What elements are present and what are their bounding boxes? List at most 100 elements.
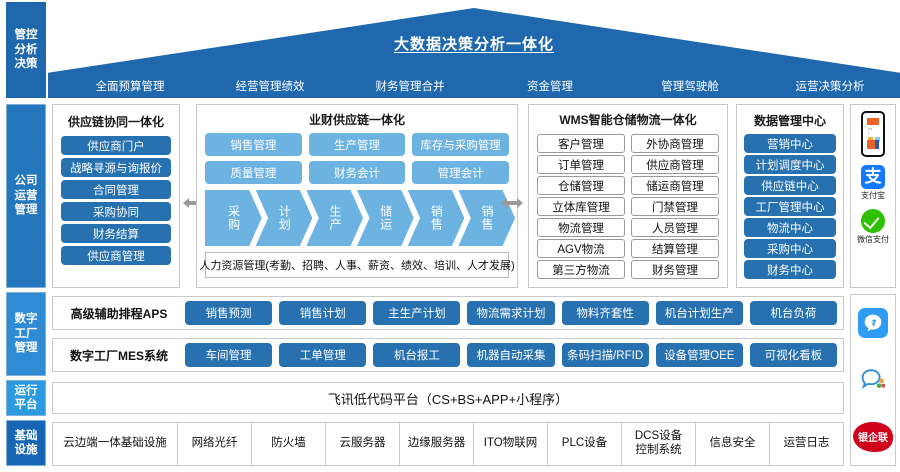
wms-item-agv[interactable]: AGV物流: [537, 239, 625, 258]
mes-item-visual-dashboard[interactable]: 可视化看板: [749, 343, 837, 367]
infrastructure-row: 云边端一体基础设施 网络光纤 防火墙 云服务器 边缘服务器 ITO物联网 PLC…: [52, 422, 844, 466]
infra-item-dcs[interactable]: DCS设备 控制系统: [622, 423, 696, 465]
wms-item-settlement[interactable]: 结算管理: [631, 239, 719, 258]
infra-item-fiber-network[interactable]: 网络光纤: [178, 423, 253, 465]
alipay-label: 支付宝: [861, 191, 885, 200]
infra-item-firewall[interactable]: 防火墙: [252, 423, 327, 465]
infra-item-edge-server[interactable]: 边缘服务器: [400, 423, 475, 465]
banner-item-finance-consolidation[interactable]: 财务管理合并: [375, 81, 445, 93]
data-center-item-finance[interactable]: 财务中心: [744, 260, 836, 279]
aps-item-master-production-plan[interactable]: 主生产计划: [373, 301, 461, 325]
wms-item-warehouse[interactable]: 仓储管理: [537, 176, 625, 195]
wms-item-finance[interactable]: 财务管理: [631, 260, 719, 279]
supply-chain-item-sourcing[interactable]: 战略寻源与询报价: [61, 158, 171, 177]
mes-item-work-order[interactable]: 工单管理: [279, 343, 367, 367]
core-module-inventory-purchase[interactable]: 库存与采购管理: [412, 133, 509, 156]
messenger-chat-icon[interactable]: [858, 365, 888, 395]
process-step-produce[interactable]: 生产: [306, 190, 364, 246]
aps-item-list: 销售预测 销售计划 主生产计划 物流需求计划 物料齐套性 机台计划生产 机台负荷: [185, 301, 843, 325]
alipay-block[interactable]: 支 支付宝: [861, 165, 885, 201]
wechat-pay-block[interactable]: 微信支付: [857, 209, 889, 245]
wms-item-personnel[interactable]: 人员管理: [631, 218, 719, 237]
infra-item-cloud-edge-device[interactable]: 云边端一体基础设施: [53, 423, 179, 465]
business-finance-supply-panel: 业财供应链一体化 销售管理 生产管理 库存与采购管理 质量管理 财务会计 管理会…: [196, 104, 518, 288]
lowcode-platform-row[interactable]: 飞讯低代码平台（CS+BS+APP+小程序）: [52, 382, 844, 414]
data-center-item-factory[interactable]: 工厂管理中心: [744, 197, 836, 216]
core-module-financial-accounting[interactable]: 财务会计: [308, 161, 406, 184]
core-module-quality[interactable]: 质量管理: [205, 161, 302, 184]
connector-arrow-right: [500, 194, 524, 212]
wms-item-transporter[interactable]: 储运商管理: [631, 176, 719, 195]
aps-item-sales-forecast[interactable]: 销售预测: [185, 301, 273, 325]
core-title: 业财供应链一体化: [308, 113, 405, 127]
channel-icon-rail-top: 支 支付宝 微信支付: [850, 104, 896, 288]
banner-item-fund[interactable]: 资金管理: [527, 81, 573, 93]
process-step-plan[interactable]: 计划: [255, 190, 313, 246]
supply-chain-item-procurement[interactable]: 采购协同: [61, 202, 171, 221]
mes-row: 数字工厂MES系统 车间管理 工单管理 机台报工 机器自动采集 条码扫描/RFI…: [52, 338, 844, 372]
wms-item-supplier[interactable]: 供应商管理: [631, 155, 719, 174]
banner-title: 大数据决策分析一体化: [393, 36, 554, 53]
wms-item-access-control[interactable]: 门禁管理: [631, 197, 719, 216]
sidebar-item-runtime[interactable]: 运行 平台: [6, 380, 46, 416]
supply-chain-item-contract[interactable]: 合同管理: [61, 180, 171, 199]
data-center-title: 数据管理中心: [753, 114, 826, 128]
data-center-item-logistics[interactable]: 物流中心: [744, 218, 836, 237]
mes-item-equipment-oee[interactable]: 设备管理OEE: [655, 343, 743, 367]
infra-item-plc[interactable]: PLC设备: [548, 423, 622, 465]
supply-chain-item-portal[interactable]: 供应商门户: [61, 136, 171, 155]
mes-row-label: 数字工厂MES系统: [69, 348, 168, 363]
mes-item-auto-collection[interactable]: 机器自动采集: [467, 343, 555, 367]
wms-item-order[interactable]: 订单管理: [537, 155, 625, 174]
aps-item-machine-load[interactable]: 机台负荷: [749, 301, 837, 325]
supply-chain-item-settlement[interactable]: 财务结算: [61, 224, 171, 243]
infra-item-iot[interactable]: ITO物联网: [474, 423, 548, 465]
sidebar-item-infrastructure[interactable]: 基础 设施: [6, 420, 46, 466]
mes-item-workshop[interactable]: 车间管理: [185, 343, 273, 367]
infra-item-information-security[interactable]: 信息安全: [696, 423, 770, 465]
wms-item-logistics[interactable]: 物流管理: [537, 218, 625, 237]
mobile-phone-icon: [861, 111, 885, 157]
supply-chain-item-list: 供应商门户 战略寻源与询报价 合同管理 采购协同 财务结算 供应商管理: [61, 136, 171, 265]
wms-item-asrs[interactable]: 立体库管理: [537, 197, 625, 216]
wechat-pay-label: 微信支付: [857, 235, 889, 244]
aps-row: 高级辅助排程APS 销售预测 销售计划 主生产计划 物流需求计划 物料齐套性 机…: [52, 296, 844, 330]
core-module-management-accounting[interactable]: 管理会计: [412, 161, 509, 184]
data-management-center-panel: 数据管理中心 营销中心 计划调度中心 供应链中心 工厂管理中心 物流中心 采购中…: [736, 104, 844, 288]
sidebar-item-decision[interactable]: 管控 分析 决策: [6, 2, 46, 98]
wms-panel: WMS智能仓储物流一体化 客户管理 外协商管理 订单管理 供应商管理 仓储管理 …: [528, 104, 728, 288]
process-step-storage-transport[interactable]: 储运: [357, 190, 414, 246]
infra-item-cloud-server[interactable]: 云服务器: [326, 423, 401, 465]
core-module-sales[interactable]: 销售管理: [205, 133, 302, 156]
data-center-item-marketing[interactable]: 营销中心: [744, 134, 836, 153]
sidebar-item-operation[interactable]: 公司 运营 管理: [6, 104, 46, 288]
top-banner: 大数据决策分析一体化 全面预算管理 经营管理绩效 财务管理合并 资金管理 管理驾…: [0, 0, 900, 100]
data-center-item-planning[interactable]: 计划调度中心: [744, 155, 836, 174]
mes-item-barcode-rfid[interactable]: 条码扫描/RFID: [561, 343, 649, 367]
aps-item-material-kitting[interactable]: 物料齐套性: [561, 301, 649, 325]
banner-item-list: 全面预算管理 经营管理绩效 财务管理合并 资金管理 管理驾驶舱 运营决策分析: [60, 76, 900, 98]
infra-item-operation-log[interactable]: 运营日志: [783, 437, 830, 450]
aps-item-logistics-demand-plan[interactable]: 物流需求计划: [467, 301, 555, 325]
process-step-purchase[interactable]: 采购: [205, 190, 262, 246]
banner-item-ops-decision[interactable]: 运营决策分析: [795, 81, 865, 93]
banner-item-cockpit[interactable]: 管理驾驶舱: [661, 81, 719, 93]
supply-chain-item-vendor[interactable]: 供应商管理: [61, 246, 171, 265]
data-center-item-procurement[interactable]: 采购中心: [744, 239, 836, 258]
wms-item-customer[interactable]: 客户管理: [537, 134, 625, 153]
union-bank-seal-icon[interactable]: 银企联: [853, 421, 893, 452]
aps-item-machine-production-plan[interactable]: 机台计划生产: [655, 301, 743, 325]
hr-management-bar[interactable]: 人力资源管理(考勤、招聘、人事、薪资、绩效、培训、人才发展): [199, 252, 515, 278]
banner-item-budget[interactable]: 全面预算管理: [95, 81, 165, 93]
core-module-production[interactable]: 生产管理: [308, 133, 406, 156]
mes-item-machine-reporting[interactable]: 机台报工: [373, 343, 461, 367]
mes-item-list: 车间管理 工单管理 机台报工 机器自动采集 条码扫描/RFID 设备管理OEE …: [185, 343, 843, 367]
data-center-item-supply-chain[interactable]: 供应链中心: [744, 176, 836, 195]
dingtalk-icon[interactable]: [858, 308, 888, 339]
wms-item-3pl[interactable]: 第三方物流: [537, 260, 625, 279]
process-step-sales-1[interactable]: 销售: [407, 190, 465, 246]
sidebar-item-factory[interactable]: 数字 工厂 管理: [6, 292, 46, 376]
wms-item-outsourcer[interactable]: 外协商管理: [631, 134, 719, 153]
aps-item-sales-plan[interactable]: 销售计划: [279, 301, 367, 325]
banner-item-performance[interactable]: 经营管理绩效: [235, 81, 305, 93]
